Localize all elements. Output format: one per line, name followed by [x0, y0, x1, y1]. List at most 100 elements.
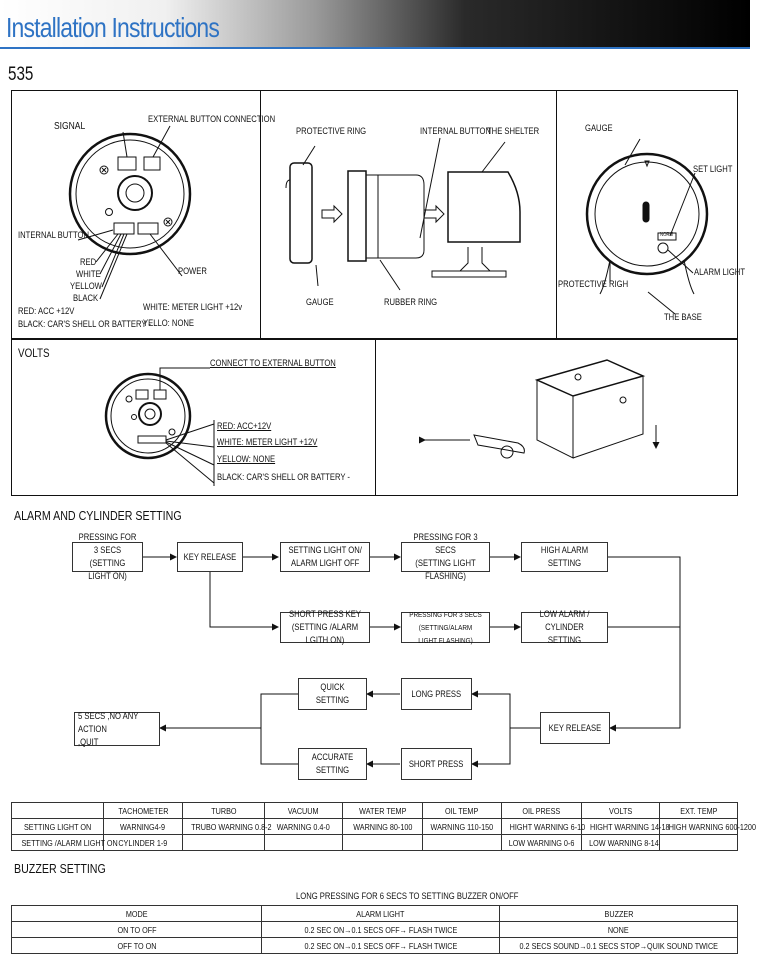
flow-key-release-1: KEY RELEASE: [177, 542, 243, 572]
flow-quick-setting: QUICK SETTING: [298, 678, 367, 710]
table-row: ON TO OFF 0.2 SEC ON→0.1 SECS OFF→ FLASH…: [11, 921, 738, 938]
flow-press3-alarm-flash: PRESSING FOR 3 SECS (SETTING/ALARM LIGHT…: [401, 610, 490, 645]
table-cell: LOW WARNING 0-6: [501, 834, 582, 851]
page-title: Installation Instructions: [6, 12, 220, 43]
table-cell: WARNING 0.4-0: [264, 818, 343, 835]
internal-button-label-2: INTERNAL BUTTON: [420, 126, 491, 136]
buzzer-header-row: MODE ALARM LIGHT BUZZER: [11, 905, 738, 922]
rubber-ring-label: RUBBER RING: [384, 297, 438, 307]
power-label: POWER: [178, 266, 207, 276]
table-cell: [182, 834, 265, 851]
table-cell: [264, 834, 343, 851]
table-cell: WARNING4-9: [103, 818, 183, 835]
table-cell: WARNING 110-150: [422, 818, 502, 835]
the-base-label: THE BASE: [664, 312, 702, 322]
gauge-plate-text: NORM: [660, 232, 673, 238]
gauge-label-3: GAUGE: [585, 123, 613, 133]
flow-low-alarm: LOW ALARM / CYLINDER SETTING: [521, 609, 608, 645]
volts-black-label: BLACK: CAR'S SHELL OR BATTERY -: [217, 472, 350, 482]
protective-righ-label: PROTECTIVE RIGH: [558, 279, 629, 289]
flow-key-release-2: KEY RELEASE: [540, 712, 610, 744]
gauge-back-drawing: [68, 125, 192, 300]
table-cell: OFF TO ON: [11, 937, 262, 954]
legend-white: WHITE: METER LIGHT +12v: [143, 302, 243, 312]
flow-setting-light-on: SETTING LIGHT ON/ ALARM LIGHT OFF: [280, 542, 370, 572]
flow-accurate-setting: ACCURATE SETTING: [298, 748, 367, 780]
volts-title: VOLTS: [18, 346, 50, 360]
table-row: SETTING LIGHT ON WARNING4-9 TRUBO WARNIN…: [11, 818, 756, 835]
flow-press3-flash: PRESSING FOR 3 SECS (SETTING LIGHT FLASH…: [401, 532, 490, 581]
table-header: OIL TEMP: [422, 802, 502, 819]
table-cell: SETTING /ALARM LIGHT ON: [11, 834, 118, 851]
legend-red: RED: ACC +12V: [18, 306, 75, 316]
panel-battery: [375, 339, 738, 496]
buzzer-title: BUZZER SETTING: [14, 861, 106, 876]
settings-table: TACHOMETER TURBO VACUUM WATER TEMP OIL T…: [11, 802, 756, 851]
table-cell: SETTING LIGHT ON: [11, 818, 104, 835]
table-header: BUZZER: [499, 905, 738, 922]
table-cell: WARNING 80-100: [342, 818, 423, 835]
table-cell: TRUBO WARNING 0.8-2: [182, 818, 272, 835]
table-row: OFF TO ON 0.2 SEC ON→0.1 SECS OFF→ FLASH…: [11, 937, 738, 954]
table-header: EXT. TEMP: [659, 802, 738, 819]
buzzer-subtitle: LONG PRESSING FOR 6 SECS TO SETTING BUZZ…: [296, 891, 519, 901]
table-header: [11, 802, 104, 819]
alarm-section-title: ALARM AND CYLINDER SETTING: [14, 508, 182, 523]
table-cell: 0.2 SECS SOUND→0.1 SECS STOP→QUIK SOUND …: [499, 937, 738, 954]
table-header: VACUUM: [264, 802, 343, 819]
volts-yellow-label: YELLOW: NONE: [217, 454, 276, 464]
table-row: SETTING /ALARM LIGHT ON CYLINDER 1-9 LOW…: [11, 834, 738, 851]
table-header: OIL PRESS: [501, 802, 582, 819]
flow-short-press: SHORT PRESS: [401, 748, 472, 780]
header-underline: [0, 47, 750, 49]
flow-high-alarm: HIGH ALARM SETTING: [521, 542, 608, 572]
settings-header-row: TACHOMETER TURBO VACUUM WATER TEMP OIL T…: [11, 802, 738, 819]
wire-black-label: BLACK: [73, 293, 99, 303]
signal-label: SIGNAL: [54, 121, 86, 132]
flow-press3: PRESSING FOR 3 SECS (SETTING LIGHT ON): [72, 532, 143, 581]
table-cell: [659, 834, 738, 851]
table-cell: 0.2 SEC ON→0.1 SECS OFF→ FLASH TWICE: [261, 937, 500, 954]
internal-button-label: INTERNAL BUTTON: [18, 230, 89, 240]
legend-yellow: YELLO: NONE: [143, 318, 195, 328]
table-header: TURBO: [182, 802, 265, 819]
table-cell: NONE: [499, 921, 738, 938]
alarm-light-label: ALARM LIGHT: [694, 267, 746, 277]
wire-yellow-label: YELLOW: [70, 281, 102, 291]
table-cell: ON TO OFF: [11, 921, 262, 938]
wire-red-label: RED: [80, 257, 97, 267]
protective-ring-label: PROTECTIVE RING: [296, 126, 367, 136]
assembly-drawing: [285, 137, 521, 291]
table-cell: HIGHT WARNING 14-18: [581, 818, 670, 835]
table-cell: HIGHT WARNING 6-10: [501, 818, 585, 835]
battery-drawing: [419, 359, 660, 459]
panel-gauge-front: [556, 90, 738, 339]
volts-white-label: WHITE: METER LIGHT +12V: [217, 437, 318, 447]
flow-short-press-key: SHORT PRESS KEY (SETTING /ALARM LGITH ON…: [280, 609, 370, 645]
flow-long-press: LONG PRESS: [401, 678, 472, 710]
external-button-label: EXTERNAL BUTTON CONNECTION: [148, 114, 276, 124]
connect-external-label: CONNECT TO EXTERNAL BUTTON: [210, 358, 336, 368]
table-header: TACHOMETER: [103, 802, 183, 819]
flow-five-secs-quit: 5 SECS ,NO ANY ACTION ,QUIT: [74, 711, 160, 747]
table-header: MODE: [11, 905, 262, 922]
model-number: 535: [8, 64, 34, 85]
table-cell: [342, 834, 423, 851]
flowchart-connectors: [143, 553, 681, 768]
buzzer-table: MODE ALARM LIGHT BUZZER ON TO OFF 0.2 SE…: [11, 905, 738, 954]
volts-gauge-drawing: [104, 367, 215, 486]
table-cell: 0.2 SEC ON→0.1 SECS OFF→ FLASH TWICE: [261, 921, 500, 938]
table-header: ALARM LIGHT: [261, 905, 500, 922]
legend-black: BLACK: CAR'S SHELL OR BATTERY -: [18, 319, 151, 329]
table-cell: HIGH WARNING 600-1200: [659, 818, 756, 835]
table-header: WATER TEMP: [342, 802, 423, 819]
table-cell: [422, 834, 502, 851]
set-light-label: SET LIGHT: [693, 164, 733, 174]
gauge-front-drawing: [585, 138, 709, 315]
table-header: VOLTS: [581, 802, 660, 819]
wire-white-label: WHITE: [76, 269, 101, 279]
table-cell: LOW WARNING 8-14: [581, 834, 660, 851]
header-banner: Installation Instructions: [0, 0, 750, 49]
gauge-label-2: GAUGE: [306, 297, 334, 307]
